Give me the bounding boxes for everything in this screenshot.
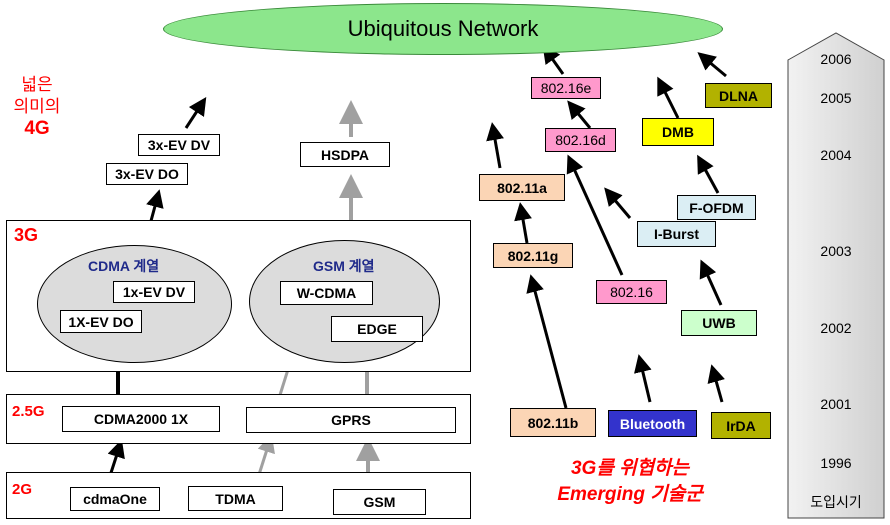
ubiquitous-network-label: Ubiquitous Network xyxy=(347,16,539,41)
arrow-80216-to-80216d xyxy=(566,154,624,276)
broad-4g-line2: 의미의 xyxy=(13,97,61,116)
box-3x-ev-dv: 3x-EV DV xyxy=(138,134,220,156)
box-uwb: UWB xyxy=(681,310,757,336)
arrow-fofdm-to-dmb xyxy=(697,154,720,194)
layer-2-5g-label: 2.5G xyxy=(12,403,45,420)
emerging-caption-line2: Emerging 기술군 xyxy=(557,484,703,505)
arrow-80216e-future xyxy=(542,45,565,75)
box-cdmaone: cdmaOne xyxy=(70,487,160,511)
arrow-bluetooth-up xyxy=(634,354,652,403)
box-bluetooth: Bluetooth xyxy=(608,410,697,437)
year-2006: 2006 xyxy=(820,51,852,67)
box-gprs: GPRS xyxy=(246,407,456,433)
box-802-11a: 802.11a xyxy=(479,174,565,201)
box-802-11b: 802.11b xyxy=(510,408,596,437)
year-2001: 2001 xyxy=(820,396,852,412)
arrow-4g-future xyxy=(184,96,207,129)
box-802-11g: 802.11g xyxy=(493,243,573,268)
box-1x-ev-do: 1X-EV DO xyxy=(60,310,142,333)
box-dmb: DMB xyxy=(642,118,714,146)
arrow-80211a-future xyxy=(486,122,504,169)
broad-4g-title: 넓은 의미의 4G xyxy=(4,74,70,140)
arrow-dmb-to-future xyxy=(657,76,680,119)
box-hsdpa: HSDPA xyxy=(300,142,390,167)
arrow-irda-up xyxy=(707,364,725,403)
box-802-16: 802.16 xyxy=(596,280,667,304)
box-w-cdma: W-CDMA xyxy=(280,281,373,305)
broad-4g-line1: 넓은 xyxy=(21,75,53,94)
box-i-burst: I-Burst xyxy=(637,221,716,247)
timeline-column xyxy=(787,32,885,519)
year-2003: 2003 xyxy=(820,243,852,259)
box-irda: IrDA xyxy=(711,412,771,439)
arrow-80216d-to-80216e xyxy=(567,100,592,129)
box-802-16e: 802.16e xyxy=(531,77,601,99)
arrow-to-80216 xyxy=(604,187,632,219)
arrow-dlna-to-future xyxy=(697,52,727,78)
box-tdma: TDMA xyxy=(188,486,283,511)
ubiquitous-network-ellipse: Ubiquitous Network xyxy=(163,3,723,55)
box-802-16d: 802.16d xyxy=(545,128,616,152)
year-1996: 1996 xyxy=(820,455,852,471)
box-1x-ev-dv: 1x-EV DV xyxy=(113,281,195,303)
gsm-family-title: GSM 계열 xyxy=(313,258,375,274)
year-2002: 2002 xyxy=(820,320,852,336)
year-2005: 2005 xyxy=(820,90,852,106)
layer-2g-label: 2G xyxy=(12,481,33,498)
emerging-caption-line1: 3G를 위협하는 xyxy=(570,458,690,479)
year-2004: 2004 xyxy=(820,147,852,163)
layer-3g-label: 3G xyxy=(14,225,39,245)
arrow-80211b-to-80211g xyxy=(526,274,568,409)
cdma-family-ellipse xyxy=(37,245,232,363)
box-cdma2000-1x: CDMA2000 1X xyxy=(62,406,220,432)
emerging-caption: 3G를 위협하는 Emerging 기술군 xyxy=(520,456,740,508)
box-gsm: GSM xyxy=(333,489,426,515)
cdma-family-title: CDMA 계열 xyxy=(88,258,160,274)
broad-4g-line3: 4G xyxy=(24,118,50,139)
box-dlna: DLNA xyxy=(705,83,772,108)
box-edge: EDGE xyxy=(331,316,423,342)
arrow-80211g-to-80211a xyxy=(514,202,532,244)
timeline-label: 도입시기 xyxy=(810,494,862,510)
box-3x-ev-do: 3x-EV DO xyxy=(106,163,188,185)
box-f-ofdm: F-OFDM xyxy=(677,195,756,220)
arrow-uwb-to-fofdm xyxy=(699,259,723,306)
